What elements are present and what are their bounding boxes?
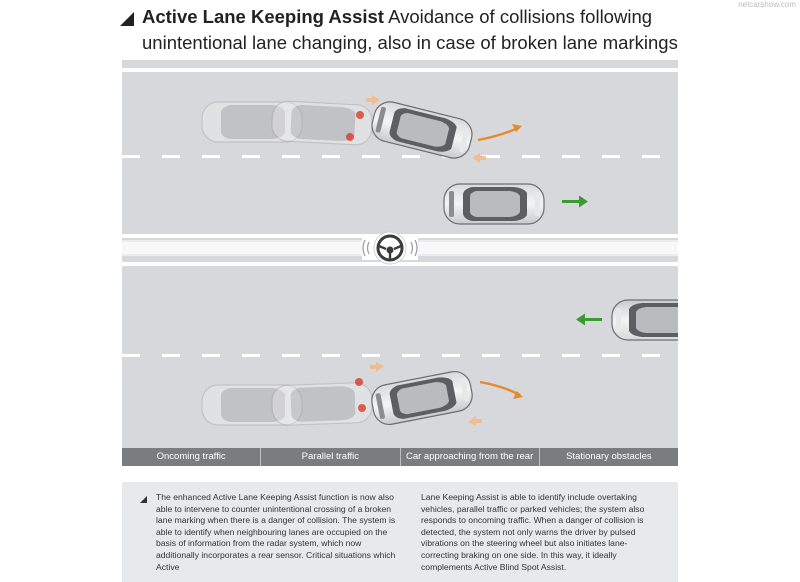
brake-light-upper xyxy=(346,111,364,141)
page-title: Active Lane Keeping Assist Avoidance of … xyxy=(142,4,680,56)
legend-parallel-traffic: Parallel traffic xyxy=(261,448,401,466)
green-arrow-lower xyxy=(576,313,602,326)
watermark: netcarshow.com xyxy=(738,0,796,9)
description-column-1: The enhanced Active Lane Keeping Assist … xyxy=(156,492,396,572)
brake-light-lower xyxy=(355,378,366,412)
header: Active Lane Keeping Assist Avoidance of … xyxy=(120,4,680,56)
orange-trajectory-arrow-lower xyxy=(479,380,523,399)
parallel-car-upper xyxy=(443,183,545,225)
orange-trajectory-arrow-upper xyxy=(477,124,522,142)
ghost-car-upper-2 xyxy=(270,99,374,147)
correction-arrows-lower xyxy=(370,362,482,426)
scenario-legend: Oncoming traffic Parallel traffic Car ap… xyxy=(122,448,678,466)
triangle-bullet-icon xyxy=(140,496,147,503)
title-rest: Avoidance of collisions following uninte… xyxy=(142,6,678,53)
legend-car-approaching-rear: Car approaching from the rear xyxy=(401,448,540,466)
correction-arrows-upper xyxy=(366,95,486,163)
title-bold: Active Lane Keeping Assist xyxy=(142,6,384,27)
description-box: The enhanced Active Lane Keeping Assist … xyxy=(122,482,678,582)
road-diagram xyxy=(122,60,713,448)
oncoming-car-lower xyxy=(611,299,713,341)
ghost-car-lower-2 xyxy=(270,381,374,427)
road-illustration xyxy=(122,60,713,448)
triangle-bullet-icon xyxy=(120,12,134,26)
legend-stationary-obstacles: Stationary obstacles xyxy=(566,451,652,462)
description-column-2: Lane Keeping Assist is able to identify … xyxy=(421,492,645,572)
legend-oncoming-traffic: Oncoming traffic xyxy=(122,448,262,466)
steering-wheel-icon xyxy=(362,231,418,265)
green-arrow-upper xyxy=(562,195,588,208)
